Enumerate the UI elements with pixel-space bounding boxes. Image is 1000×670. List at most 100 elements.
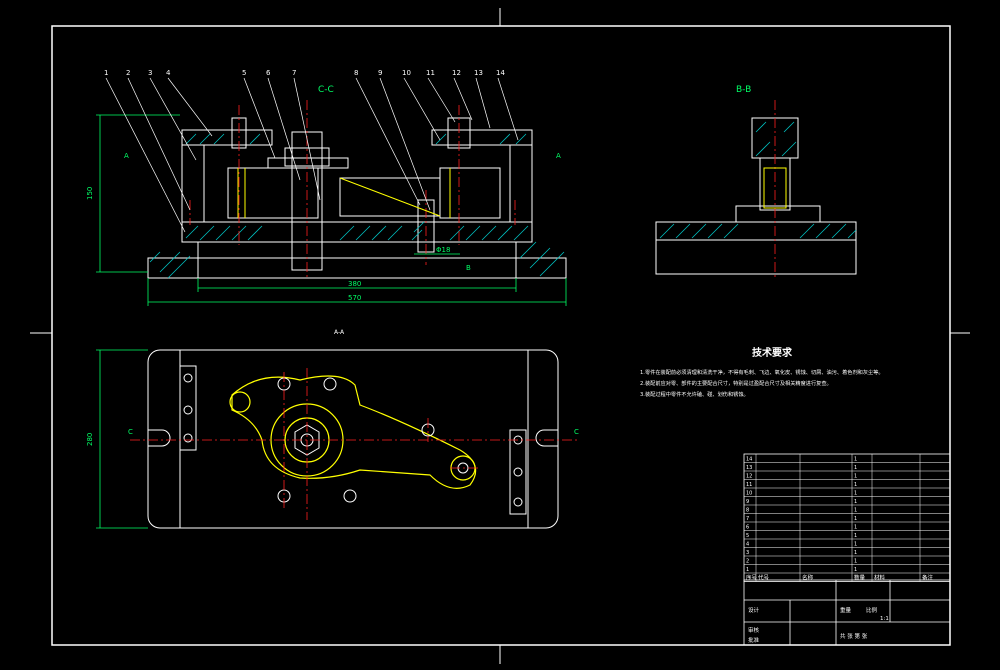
part-lines-front — [237, 168, 451, 218]
right-column — [509, 144, 533, 223]
view-label-bb: B-B — [736, 85, 751, 95]
balloon-7: 7 — [292, 69, 296, 77]
plan-view: A-A — [86, 329, 580, 529]
balloon-3: 3 — [148, 69, 152, 77]
balloon-14: 14 — [496, 69, 505, 77]
bom-cell-qty: 1 — [854, 542, 857, 548]
balloon-8: 8 — [354, 69, 358, 77]
bom-header-code: 代号 — [758, 574, 770, 582]
bom-header-no: 序号 — [746, 574, 758, 582]
plan-slot-right — [535, 429, 558, 447]
view-label-cc: C-C — [318, 85, 334, 95]
title-block-texts: 设计 审核 批准 重量 比例 1:1 共 张 第 张 — [748, 606, 889, 644]
bom-cell-no: 13 — [746, 465, 752, 471]
hatching — [149, 133, 565, 279]
bom-cell-qty: 1 — [854, 457, 857, 463]
bom-cell-no: 8 — [746, 508, 749, 514]
workpiece-left — [227, 167, 319, 219]
technical-requirements: 技术要求 1.零件在装配前必须清理和清洗干净，不得有毛刺、飞边、氧化皮、锈蚀、切… — [640, 346, 884, 398]
tech-req-line-2: 2.装配前应对零、部件的主要配合尺寸，特别是过盈配合尺寸及相关精度进行复查。 — [640, 379, 832, 387]
centerlines-front — [189, 100, 516, 278]
bom-frame — [743, 453, 951, 582]
balloon-1: 1 — [104, 69, 108, 77]
side-section-view — [655, 100, 857, 280]
dimensions-front — [96, 114, 567, 306]
tb-sheet: 共 张 第 张 — [840, 632, 868, 640]
marker-a-right: A — [556, 152, 561, 160]
bom-cell-qty: 1 — [854, 550, 857, 556]
dimension-texts-front: 150 380 570 Φ18 C-C B-B — [86, 85, 751, 302]
base-top-plate — [181, 221, 533, 243]
plan-right-clamp — [509, 429, 527, 515]
plan-left-clamp — [179, 365, 197, 451]
dim-height-front: 150 — [86, 187, 94, 200]
bom-cell-qty: 1 — [854, 559, 857, 565]
left-column — [181, 144, 205, 223]
left-clamp-block — [181, 129, 273, 146]
front-section-view: 150 380 570 Φ18 C-C B-B A A B — [86, 69, 751, 306]
bom-cell-no: 11 — [746, 482, 752, 488]
dim-inner-width: 380 — [348, 280, 361, 288]
plan-slot-left — [148, 429, 171, 447]
bom-cell-qty: 1 — [854, 491, 857, 497]
base-body — [197, 241, 517, 279]
leader-lines — [105, 77, 519, 233]
bom-cell-no: 14 — [746, 457, 752, 463]
bom-cell-no: 1 — [746, 567, 749, 573]
tb-design: 设计 — [748, 606, 760, 614]
right-clamp-block — [431, 129, 533, 146]
marker-a-left: A — [124, 152, 129, 160]
marker-c-left: C — [128, 428, 133, 436]
plan-centerlines — [130, 368, 580, 520]
bom-header-note: 备注 — [922, 574, 934, 582]
tech-req-line-1: 1.零件在装配前必须清理和清洗干净，不得有毛刺、飞边、氧化皮、锈蚀、切屑、油污、… — [640, 368, 884, 376]
bom-cell-no: 5 — [746, 533, 749, 539]
tb-check: 审核 — [748, 626, 760, 634]
marker-b: B — [466, 264, 471, 272]
bom-cell-qty: 1 — [854, 465, 857, 471]
side-base-top — [655, 221, 857, 241]
bom-cell-no: 6 — [746, 525, 749, 531]
balloon-12: 12 — [452, 69, 461, 77]
sheet-frame — [30, 8, 970, 664]
bom-cell-no: 7 — [746, 516, 749, 522]
bom-cell-no: 2 — [746, 559, 749, 565]
plan-marker-texts: 280 C C — [86, 428, 579, 446]
bom-cell-qty: 1 — [854, 525, 857, 531]
balloon-11: 11 — [426, 69, 435, 77]
tb-scale-value: 1:1 — [880, 616, 889, 622]
tb-approve: 批准 — [748, 636, 760, 644]
bom-cell-no: 10 — [746, 491, 752, 497]
washer-plate — [267, 157, 349, 169]
plan-dimensions — [96, 349, 148, 529]
balloon-13: 13 — [474, 69, 483, 77]
section-markers-front: A A B — [124, 152, 561, 272]
balloon-5: 5 — [242, 69, 246, 77]
tech-req-title: 技术要求 — [752, 346, 793, 359]
bom-cell-qty: 1 — [854, 516, 857, 522]
bom-cell-qty: 1 — [854, 482, 857, 488]
bom-header-name: 名称 — [802, 574, 814, 582]
dim-plan-height: 280 — [86, 433, 94, 446]
tb-scale-label: 比例 — [866, 606, 878, 614]
bom-cell-qty: 1 — [854, 533, 857, 539]
bom-header-mat: 材料 — [874, 574, 886, 582]
tech-req-line-3: 3.装配过程中零件不允许磕、碰、划伤和锈蚀。 — [640, 390, 749, 398]
bom-cell-no: 4 — [746, 542, 749, 548]
bom-header-qty: 数量 — [854, 574, 866, 582]
dim-pin-dia: Φ18 — [436, 246, 450, 254]
center-nut — [284, 147, 330, 167]
border-inner — [51, 25, 951, 646]
marker-c-right: C — [574, 428, 579, 436]
title-block — [743, 579, 951, 646]
base-foot — [147, 257, 567, 279]
balloon-10: 10 — [402, 69, 411, 77]
bom-cell-qty: 1 — [854, 567, 857, 573]
tb-weight: 重量 — [840, 606, 852, 614]
bom-cell-qty: 1 — [854, 474, 857, 480]
bom-cell-no: 12 — [746, 474, 752, 480]
